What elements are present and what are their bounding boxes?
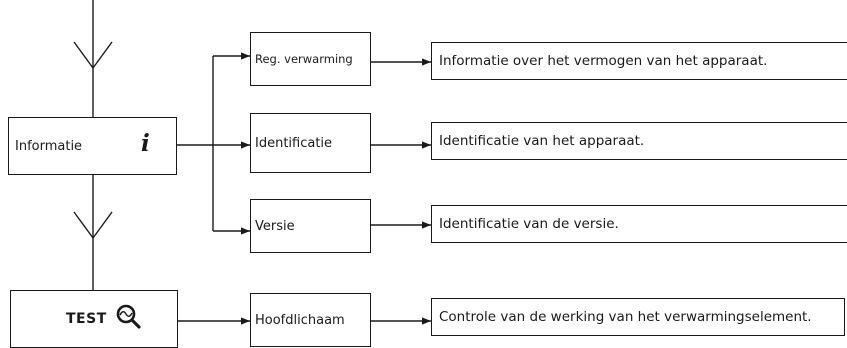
- identificatie-label: Identificatie: [255, 135, 333, 151]
- versie-description: Identificatie van de versie.: [439, 216, 619, 232]
- versie-description-box: Identificatie van de versie.: [431, 205, 847, 243]
- reg-verwarming-box: Reg. verwarming: [250, 32, 371, 86]
- reg-verwarming-description-box: Informatie over het vermogen van het app…: [431, 42, 847, 80]
- hoofdlichaam-box: Hoofdlichaam: [250, 293, 371, 347]
- info-italic-i-icon: i: [141, 130, 150, 157]
- identificatie-box: Identificatie: [250, 113, 371, 173]
- hoofdlichaam-label: Hoofdlichaam: [255, 312, 345, 328]
- identificatie-description-box: Identificatie van het apparaat.: [431, 122, 847, 160]
- hoofdlichaam-description: Controle van de werking van het verwarmi…: [439, 309, 812, 325]
- test-menu-box: TEST: [10, 290, 178, 348]
- reg-verwarming-description: Informatie over het vermogen van het app…: [439, 53, 768, 69]
- identificatie-description: Identificatie van het apparaat.: [439, 133, 645, 149]
- chevron-down-icon: [73, 211, 113, 240]
- versie-box: Versie: [250, 199, 371, 253]
- informatie-label: Informatie: [15, 138, 83, 154]
- magnifier-icon: [116, 304, 141, 329]
- hoofdlichaam-description-box: Controle van de werking van het verwarmi…: [431, 298, 845, 336]
- test-label: TEST: [66, 311, 107, 327]
- versie-label: Versie: [255, 218, 295, 234]
- chevron-down-icon: [73, 41, 113, 70]
- informatie-menu-box: Informatie i: [8, 117, 177, 175]
- reg-verwarming-label: Reg. verwarming: [255, 52, 353, 66]
